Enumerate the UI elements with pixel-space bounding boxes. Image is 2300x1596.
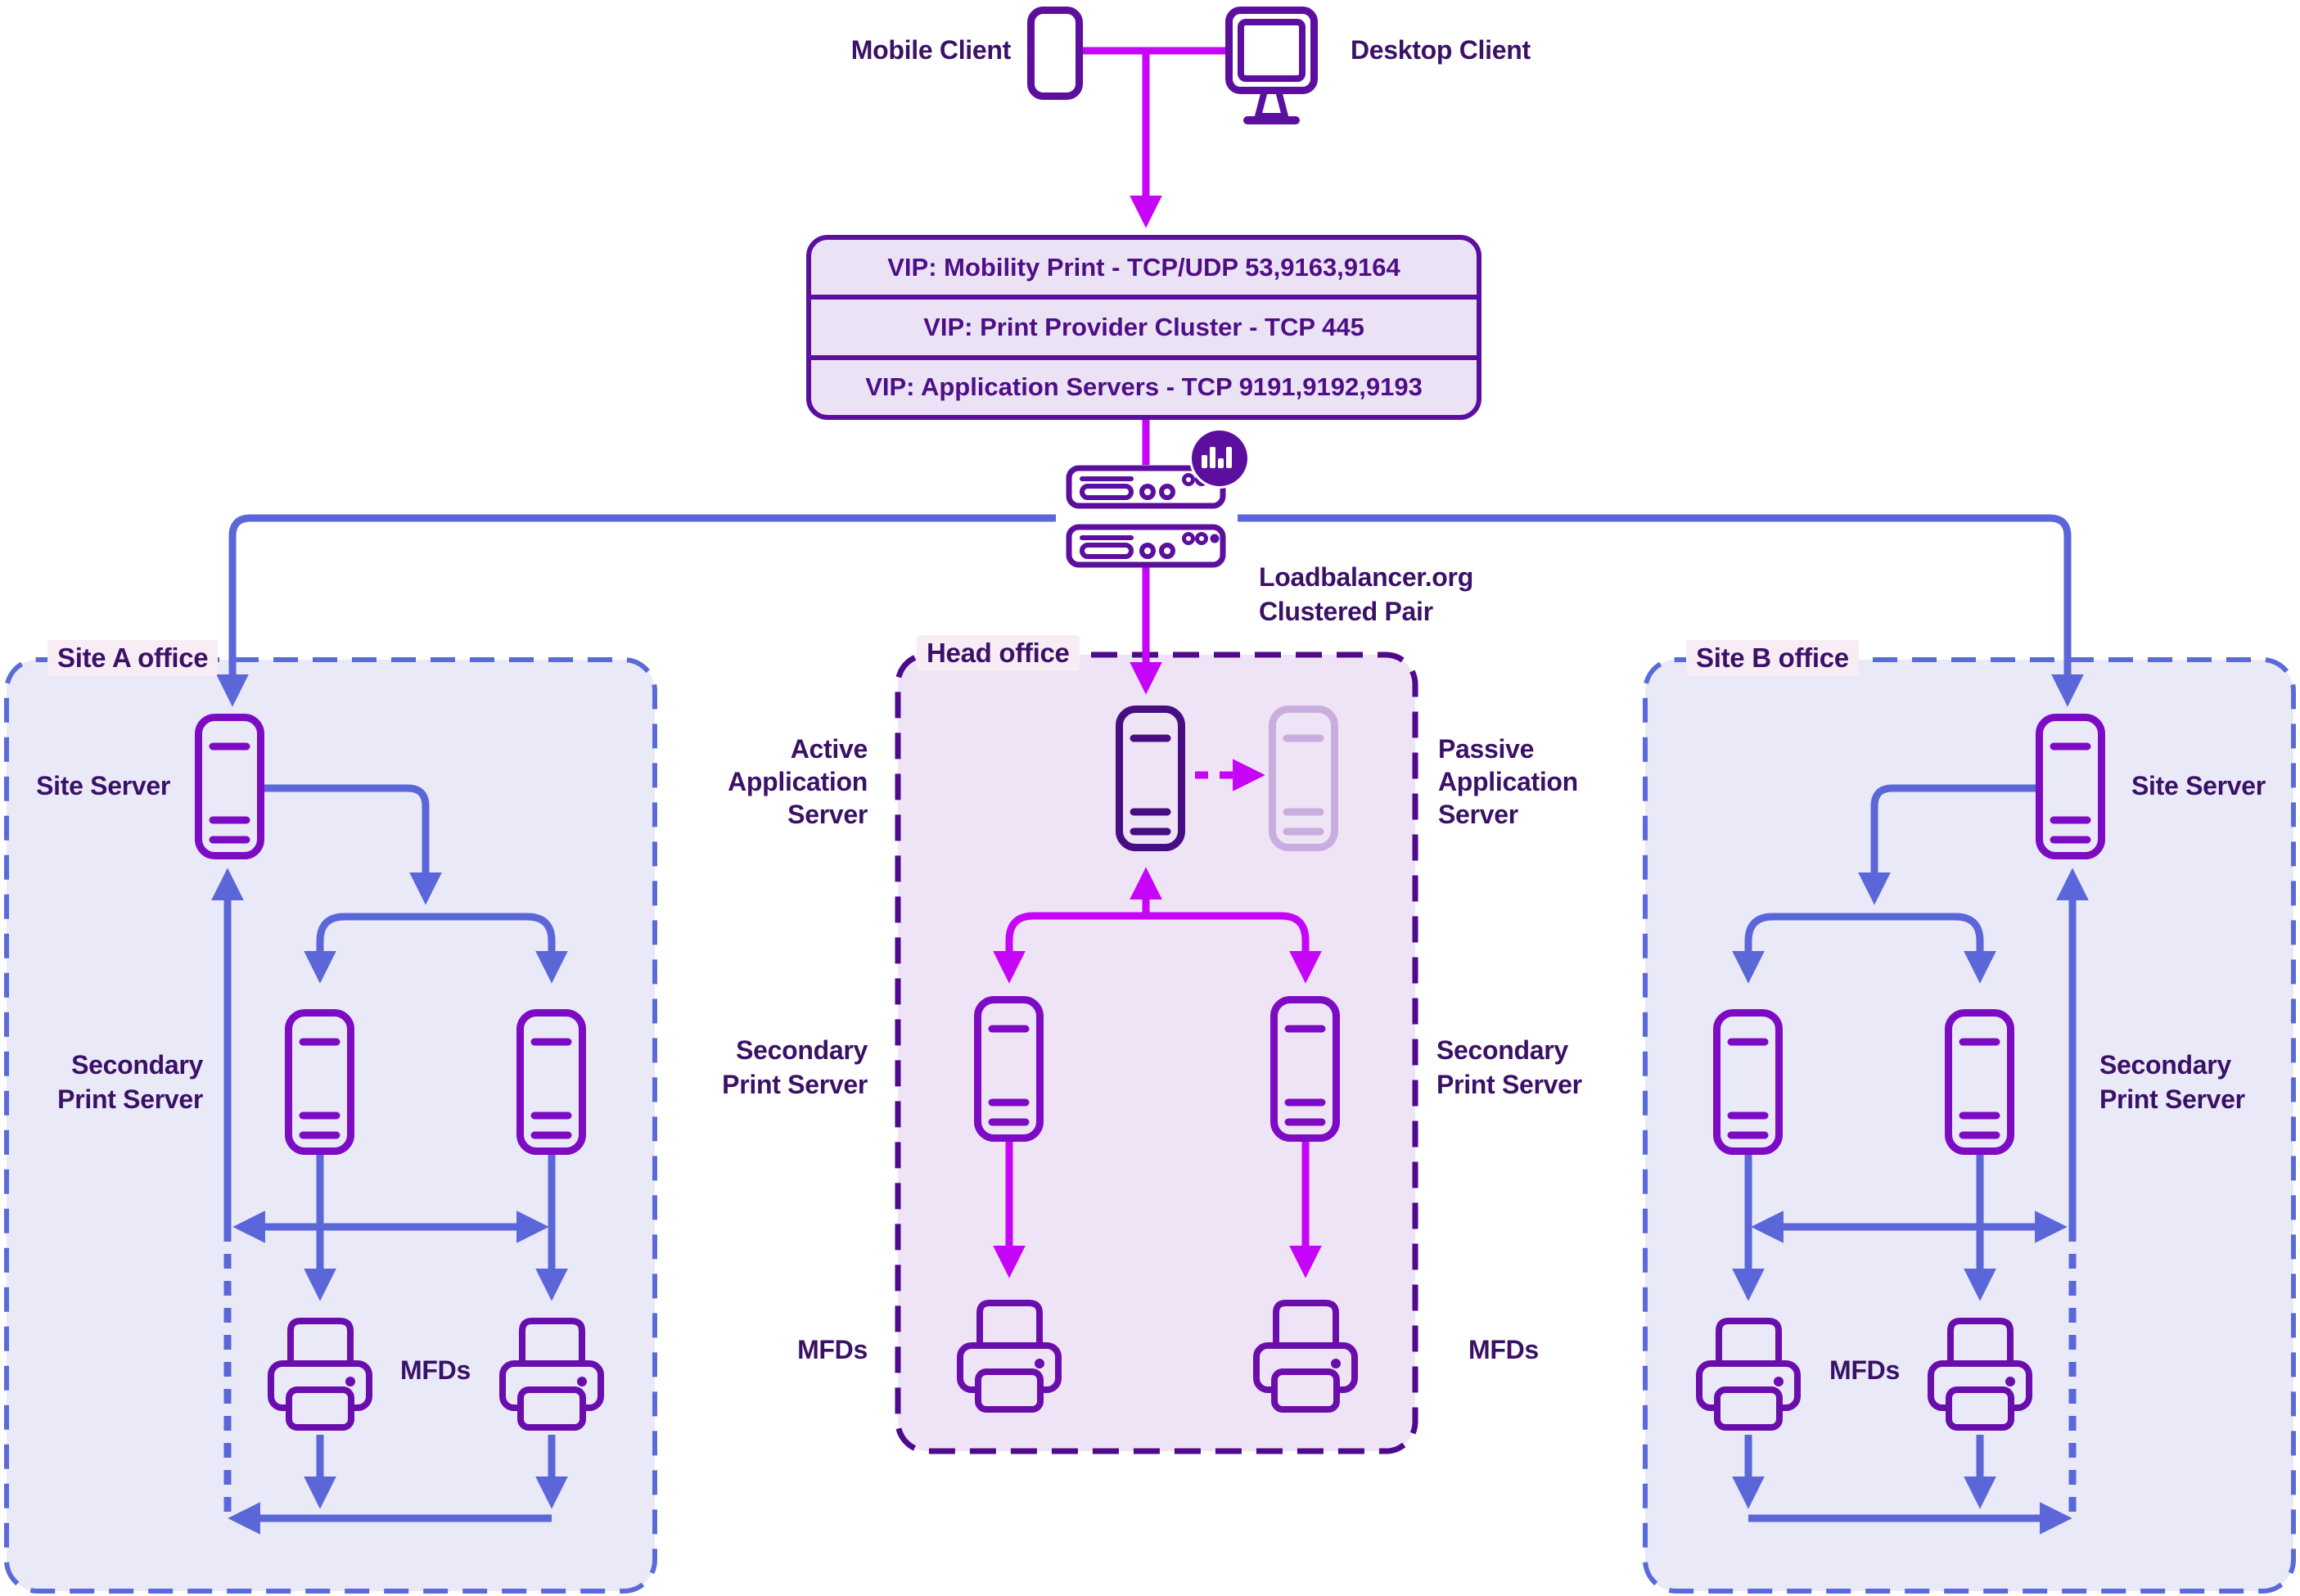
head-office-title: Head office [917,635,1080,671]
site-b-site-server-label: Site Server [2131,771,2266,800]
arrow-site-b-server-out [1858,784,2036,905]
loadbalancer-label-line1: Loadbalancer.org [1259,562,1473,592]
site-a-site-server-label: Site Server [36,771,170,800]
arrow-site-b-branch-left [1732,913,1874,984]
passive-app-server-label-line2: Application [1438,767,1578,796]
arrow-site-a-branch-right [426,913,568,984]
site-b-secondary-label-line1: Secondary [2099,1050,2231,1080]
arrow-head-branch-right [1146,912,1322,984]
magenta-connections [993,47,1322,1278]
head-secondary-left-label-line1: Secondary [736,1035,868,1065]
arrow-site-a-branch-left [304,913,426,984]
active-app-server-label-line3: Server [787,800,868,829]
head-secondary-right-label-line2: Print Server [1436,1070,1582,1099]
load-balancer-rack-icon-2 [1069,527,1223,565]
mobile-client-label: Mobile Client [850,35,1012,65]
loadbalancer-label-line2: Clustered Pair [1259,597,1433,626]
loadbalancer-badge-icon [1189,428,1250,489]
blue-connections [211,514,2089,1535]
arrow-site-a-server-out [264,784,442,905]
arrow-lb-to-site-a [216,514,1056,707]
mobile-client-icon [1031,11,1080,97]
head-secondary-left-label-line2: Print Server [722,1070,868,1099]
site-b-office-title: Site B office [1686,640,1859,676]
site-a-office-box [4,657,657,1594]
arrow-lb-to-site-b [1238,514,2084,707]
site-a-secondary-label-line1: Secondary [71,1050,203,1080]
site-a-secondary-label-line2: Print Server [57,1084,203,1114]
passive-app-server-label-line1: Passive [1438,734,1535,764]
head-mfds-right-label: MFDs [1468,1335,1539,1364]
site-b-office-box [1643,657,2296,1594]
desktop-client-label: Desktop Client [1351,35,1531,65]
arrow-site-b-branch-right [1874,913,1996,984]
site-a-office-title: Site A office [47,640,219,676]
site-a-mfds-label: MFDs [400,1355,471,1385]
head-mfds-left-label: MFDs [797,1335,868,1364]
vip-row-mobility-print: VIP: Mobility Print - TCP/UDP 53,9163,91… [887,252,1400,282]
vip-box: VIP: Mobility Print - TCP/UDP 53,9163,91… [806,235,1481,420]
site-b-secondary-label-line2: Print Server [2099,1084,2245,1114]
vip-row-application-servers: VIP: Application Servers - TCP 9191,9192… [811,354,1477,415]
passive-app-server-label-line3: Server [1438,800,1518,829]
head-secondary-right-label-line1: Secondary [1436,1035,1568,1065]
active-app-server-label-line2: Application [728,767,868,796]
vip-row-print-provider: VIP: Print Provider Cluster - TCP 445 [811,295,1477,354]
site-b-mfds-label: MFDs [1829,1355,1900,1385]
active-app-server-label-line1: Active [790,734,868,764]
head-office-box [895,651,1418,1454]
desktop-client-icon [1229,11,1315,121]
arrow-head-branch-left [993,912,1146,984]
